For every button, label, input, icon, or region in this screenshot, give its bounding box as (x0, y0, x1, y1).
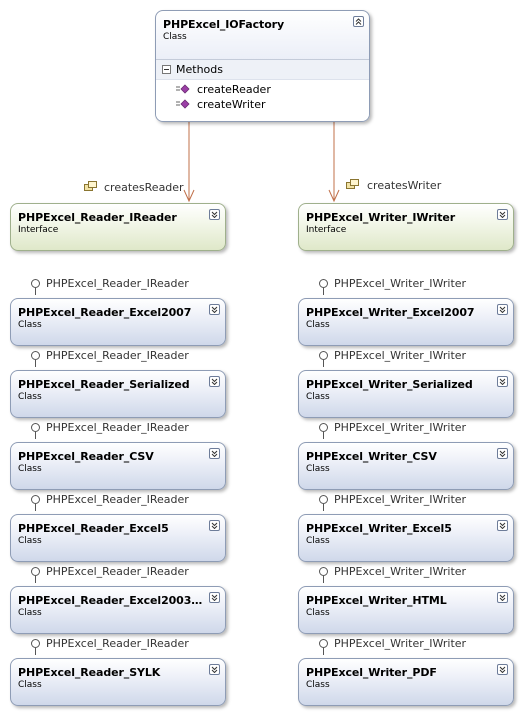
interface-circle-icon (319, 639, 328, 648)
method-icon (176, 99, 190, 109)
interface-circle-icon (319, 423, 328, 432)
class-name: PHPExcel_Reader_Excel5 (18, 522, 169, 535)
class-name: PHPExcel_Writer_HTML (306, 594, 447, 607)
interface-circle-icon (319, 279, 328, 288)
expand-icon[interactable] (497, 376, 508, 387)
lollipop-label: PHPExcel_Writer_IWriter (334, 637, 467, 650)
class-stereotype: Class (306, 536, 330, 546)
expand-icon[interactable] (209, 209, 220, 220)
interface-circle-icon (31, 639, 40, 648)
expand-icon[interactable] (209, 664, 220, 675)
methods-header[interactable]: Methods (156, 60, 369, 80)
expand-icon[interactable] (497, 304, 508, 315)
expand-icon[interactable] (497, 520, 508, 531)
interface-circle-icon (319, 495, 328, 504)
class-stereotype: Class (18, 536, 42, 546)
factory-class-shape[interactable]: PHPExcel_IOFactory Class Methods createR… (155, 10, 370, 122)
factory-class-stereotype: Class (163, 32, 187, 42)
expand-icon[interactable] (209, 520, 220, 531)
class-stereotype: Class (18, 464, 42, 474)
collapse-icon[interactable] (353, 16, 364, 27)
reader-class-shape[interactable]: PHPExcel_Reader_CSV Class (10, 442, 226, 490)
class-name: PHPExcel_Reader_Excel2007 (18, 306, 192, 319)
expand-icon[interactable] (497, 209, 508, 220)
interface-circle-icon (31, 423, 40, 432)
lollipop-label: PHPExcel_Reader_IReader (46, 565, 189, 578)
reader-class-shape[interactable]: PHPExcel_Reader_SYLK Class (10, 658, 226, 706)
writer-class-shape[interactable]: PHPExcel_Writer_PDF Class (298, 658, 514, 706)
class-name: PHPExcel_Writer_Excel2007 (306, 306, 475, 319)
class-name: PHPExcel_Reader_SYLK (18, 666, 161, 679)
lollipop-label: PHPExcel_Reader_IReader (46, 277, 189, 290)
expand-icon[interactable] (497, 448, 508, 459)
writer-interface-shape[interactable]: PHPExcel_Writer_IWriter Interface (298, 203, 514, 251)
lollipop-label: PHPExcel_Writer_IWriter (334, 349, 467, 362)
class-name: PHPExcel_Writer_CSV (306, 450, 437, 463)
lollipop-label: PHPExcel_Reader_IReader (46, 421, 189, 434)
lollipop-label: PHPExcel_Writer_IWriter (334, 421, 467, 434)
class-name: PHPExcel_Writer_PDF (306, 666, 437, 679)
method-icon (176, 84, 190, 94)
reader-class-shape[interactable]: PHPExcel_Reader_Excel2003… Class (10, 586, 226, 634)
reader-class-shape[interactable]: PHPExcel_Reader_Serialized Class (10, 370, 226, 418)
writer-interface-stereotype: Interface (306, 225, 347, 235)
expand-icon[interactable] (209, 448, 220, 459)
method-name: createReader (197, 83, 271, 96)
methods-label: Methods (176, 63, 223, 76)
writer-class-shape[interactable]: PHPExcel_Writer_Excel2007 Class (298, 298, 514, 346)
interface-circle-icon (31, 351, 40, 360)
expand-icon[interactable] (209, 592, 220, 603)
creates-reader-line (183, 122, 195, 203)
creates-writer-line (328, 122, 340, 203)
expand-icon[interactable] (209, 304, 220, 315)
reader-interface-name: PHPExcel_Reader_IReader (18, 211, 177, 224)
writer-class-shape[interactable]: PHPExcel_Writer_Excel5 Class (298, 514, 514, 562)
lollipop-label: PHPExcel_Writer_IWriter (334, 493, 467, 506)
lollipop-label: PHPExcel_Reader_IReader (46, 637, 189, 650)
writer-class-shape[interactable]: PHPExcel_Writer_HTML Class (298, 586, 514, 634)
class-stereotype: Class (306, 320, 330, 330)
minus-icon[interactable] (162, 65, 171, 74)
lollipop-label: PHPExcel_Reader_IReader (46, 349, 189, 362)
class-stereotype: Class (18, 680, 42, 690)
reader-interface-shape[interactable]: PHPExcel_Reader_IReader Interface (10, 203, 226, 251)
class-stereotype: Class (18, 608, 42, 618)
interface-circle-icon (31, 279, 40, 288)
class-stereotype: Class (306, 392, 330, 402)
class-name: PHPExcel_Reader_CSV (18, 450, 154, 463)
lollipop-label: PHPExcel_Reader_IReader (46, 493, 189, 506)
expand-icon[interactable] (497, 664, 508, 675)
reader-class-shape[interactable]: PHPExcel_Reader_Excel5 Class (10, 514, 226, 562)
association-icon (84, 181, 97, 191)
class-name: PHPExcel_Reader_Serialized (18, 378, 190, 391)
reader-interface-stereotype: Interface (18, 225, 59, 235)
factory-class-name: PHPExcel_IOFactory (163, 18, 285, 31)
class-stereotype: Class (306, 608, 330, 618)
association-icon (346, 179, 359, 189)
lollipop-label: PHPExcel_Writer_IWriter (334, 565, 467, 578)
class-stereotype: Class (18, 320, 42, 330)
expand-icon[interactable] (497, 592, 508, 603)
interface-circle-icon (31, 567, 40, 576)
class-name: PHPExcel_Writer_Serialized (306, 378, 473, 391)
class-stereotype: Class (306, 464, 330, 474)
writer-class-shape[interactable]: PHPExcel_Writer_CSV Class (298, 442, 514, 490)
methods-section: Methods createReader createWriter (156, 59, 369, 121)
class-stereotype: Class (306, 680, 330, 690)
lollipop-label: PHPExcel_Writer_IWriter (334, 277, 467, 290)
creates-reader-label: createsReader (104, 181, 184, 194)
creates-writer-label: createsWriter (367, 179, 442, 192)
reader-class-shape[interactable]: PHPExcel_Reader_Excel2007 Class (10, 298, 226, 346)
class-name: PHPExcel_Writer_Excel5 (306, 522, 452, 535)
class-stereotype: Class (18, 392, 42, 402)
interface-circle-icon (319, 567, 328, 576)
expand-icon[interactable] (209, 376, 220, 387)
writer-interface-name: PHPExcel_Writer_IWriter (306, 211, 456, 224)
method-name: createWriter (197, 98, 266, 111)
writer-class-shape[interactable]: PHPExcel_Writer_Serialized Class (298, 370, 514, 418)
interface-circle-icon (31, 495, 40, 504)
interface-circle-icon (319, 351, 328, 360)
class-name: PHPExcel_Reader_Excel2003… (18, 594, 203, 607)
